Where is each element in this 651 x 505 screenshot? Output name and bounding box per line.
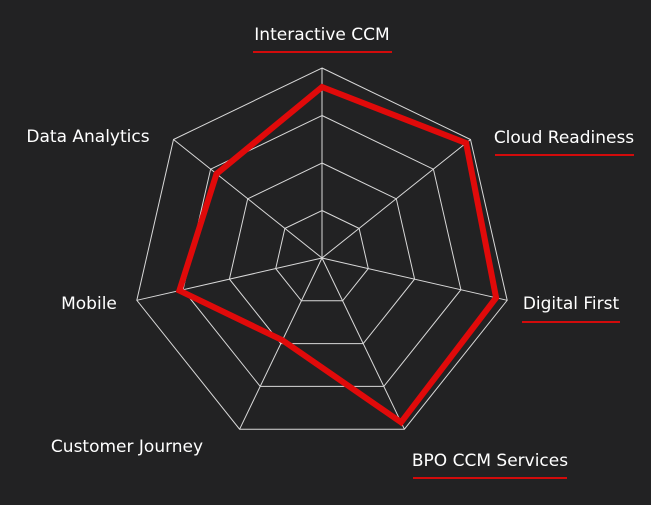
axis-spoke-2 xyxy=(321,139,471,259)
axis-label-bpo-ccm-services: BPO CCM Services xyxy=(412,451,568,471)
radar-series xyxy=(175,83,500,427)
label-underlines xyxy=(253,51,634,479)
radar-spokes xyxy=(136,68,508,430)
grid-ring-4 xyxy=(136,67,508,430)
axis-spoke-3 xyxy=(321,257,508,301)
axis-label-digital-first: Digital First xyxy=(523,294,620,314)
grid-ring-2 xyxy=(228,162,416,345)
axis-spoke-6 xyxy=(136,257,323,301)
axis-label-data-analytics: Data Analytics xyxy=(26,127,149,147)
series-polygon-1 xyxy=(175,83,500,427)
grid-ring-1 xyxy=(275,209,369,302)
radar-axis-labels: Interactive CCM Cloud Readiness Digital … xyxy=(26,25,634,471)
axis-spoke-4 xyxy=(321,257,405,430)
radar-grid xyxy=(136,67,508,430)
axis-label-interactive-ccm: Interactive CCM xyxy=(254,25,389,45)
axis-label-mobile: Mobile xyxy=(61,294,117,314)
axis-spoke-7 xyxy=(173,139,323,259)
axis-label-customer-journey: Customer Journey xyxy=(51,437,203,457)
axis-label-cloud-readiness: Cloud Readiness xyxy=(494,128,634,148)
axis-spoke-5 xyxy=(239,257,323,430)
grid-ring-3 xyxy=(182,114,462,387)
